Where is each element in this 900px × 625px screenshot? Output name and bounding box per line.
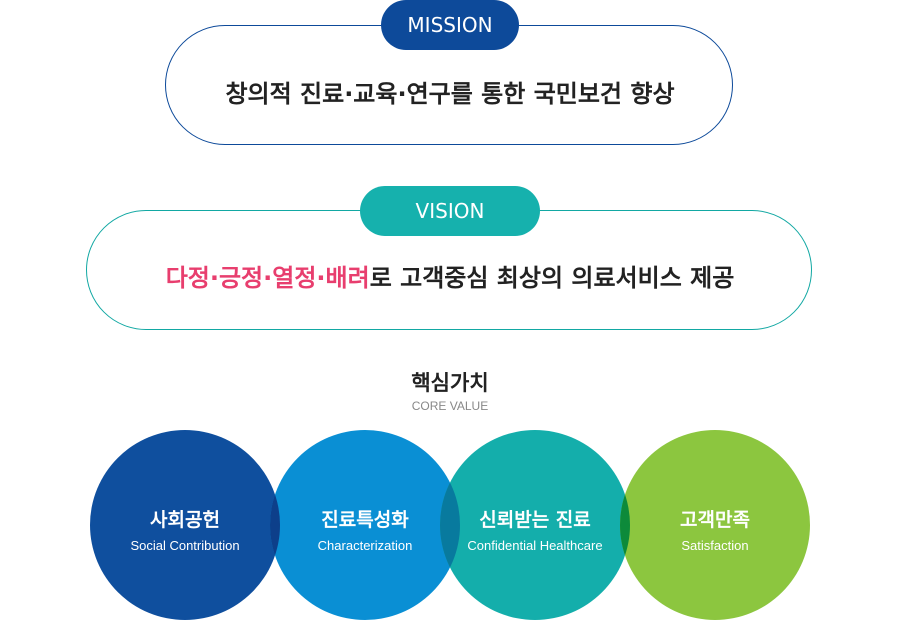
core-value-confidential-healthcare: 신뢰받는 진료 Confidential Healthcare — [440, 505, 630, 553]
mission-label: MISSION — [381, 0, 519, 50]
core-value-circle-satisfaction — [620, 430, 810, 620]
core-value-english: Social Contribution — [130, 538, 240, 553]
core-value-english: Characterization — [317, 538, 413, 553]
vision-highlight: 다정·긍정·열정·배려 — [165, 264, 370, 292]
core-value-name: 고객만족 — [680, 509, 750, 531]
core-value-english: Satisfaction — [681, 538, 749, 553]
core-value-name: 신뢰받는 진료 — [479, 509, 591, 531]
core-value-name: 진료특성화 — [321, 509, 409, 531]
core-values-subtitle: CORE VALUE — [411, 399, 489, 413]
vision-statement: 다정·긍정·열정·배려로 고객중심 최상의 의료서비스 제공 — [0, 258, 900, 293]
core-value-circle-social-contribution — [90, 430, 280, 620]
core-value-characterization: 진료특성화 Characterization — [270, 505, 460, 553]
core-value-satisfaction: 고객만족 Satisfaction — [620, 505, 810, 553]
vision-label: VISION — [360, 186, 540, 236]
mission-statement: 창의적 진료·교육·연구를 통한 국민보건 향상 — [225, 80, 675, 108]
core-value-english: Confidential Healthcare — [467, 538, 603, 553]
core-value-circle-characterization — [270, 430, 460, 620]
core-value-social-contribution: 사회공헌 Social Contribution — [90, 505, 280, 553]
core-value-name: 사회공헌 — [150, 509, 220, 531]
vision-statement-rest: 로 고객중심 최상의 의료서비스 제공 — [369, 264, 735, 292]
core-value-circle-confidential-healthcare — [440, 430, 630, 620]
core-values-title: 핵심가치 — [411, 371, 489, 395]
